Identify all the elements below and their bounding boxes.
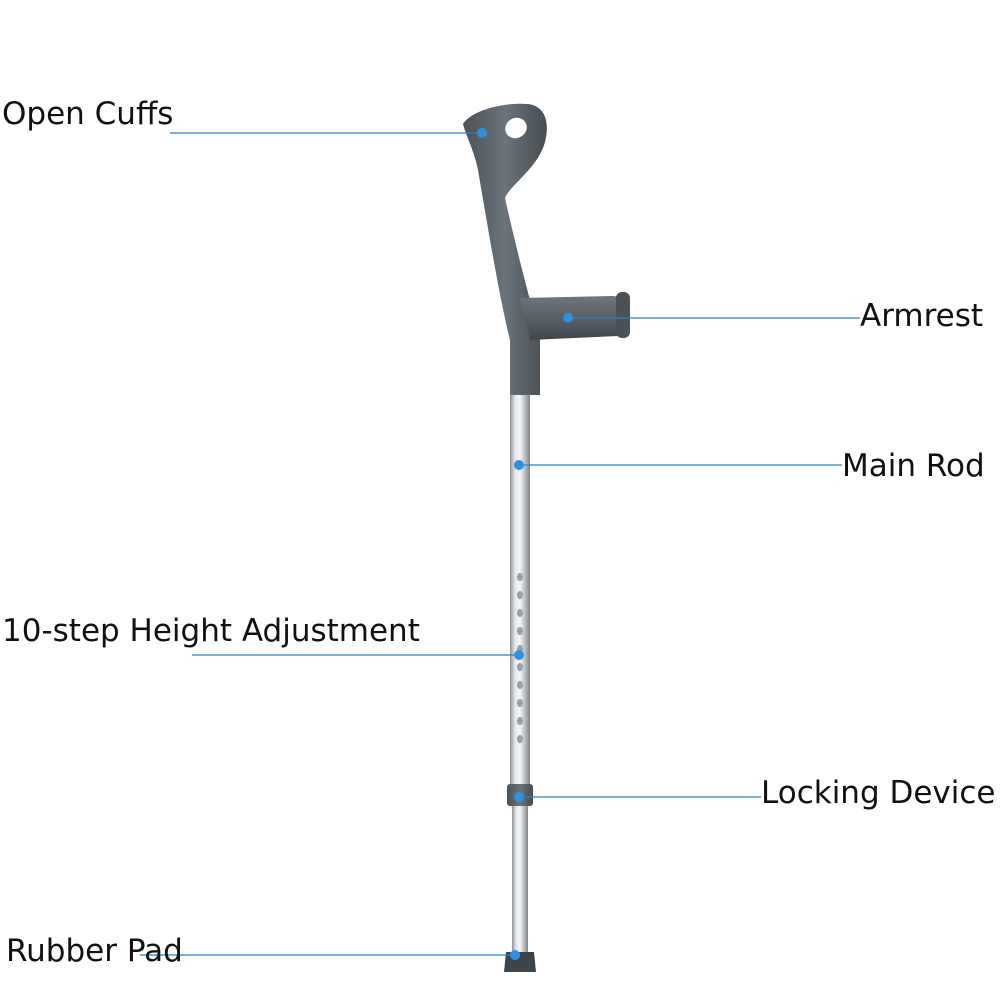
marker-locking <box>514 792 524 802</box>
marker-dots <box>477 128 573 960</box>
armrest-endcap <box>616 292 630 338</box>
marker-height <box>514 650 524 660</box>
label-open-cuffs: Open Cuffs <box>2 96 174 132</box>
marker-main-rod <box>514 460 524 470</box>
label-height-adjustment: 10-step Height Adjustment <box>2 613 420 649</box>
lower-tube <box>512 804 528 954</box>
label-armrest: Armrest <box>860 298 984 334</box>
adjustment-holes <box>517 573 523 743</box>
label-rubber-pad: Rubber Pad <box>6 933 183 969</box>
leader-lines <box>140 132 860 956</box>
marker-armrest <box>563 313 573 323</box>
marker-rubber <box>510 950 520 960</box>
cuff-body <box>463 103 547 395</box>
cuff-hole <box>505 117 527 139</box>
label-locking-device: Locking Device <box>761 775 996 811</box>
label-main-rod: Main Rod <box>842 448 985 484</box>
marker-open-cuffs <box>477 128 487 138</box>
